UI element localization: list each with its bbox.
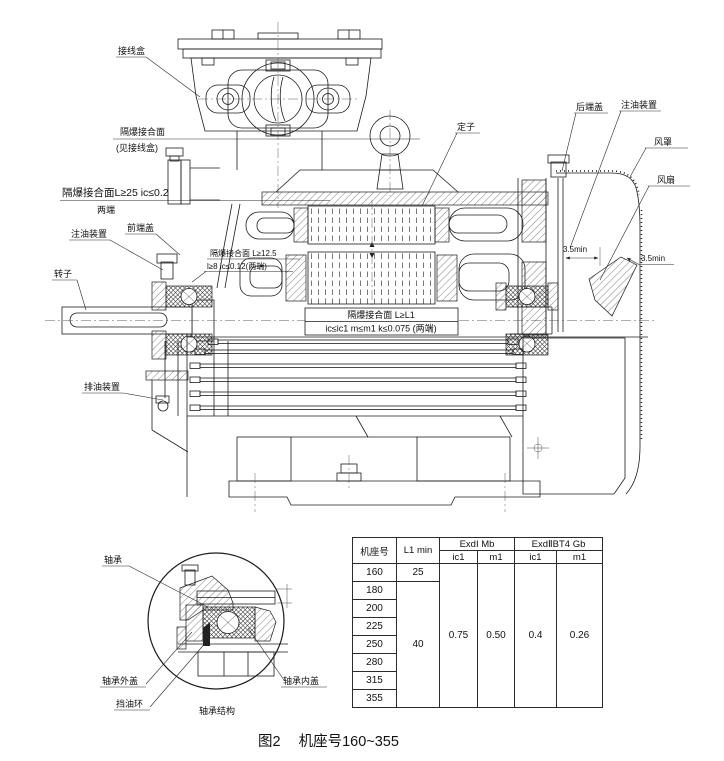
terminal-box bbox=[177, 22, 383, 208]
frame-size-cell: 315 bbox=[352, 671, 397, 690]
header-exd1-m1: m1 bbox=[476, 550, 516, 564]
l1-value-cell: 25 bbox=[396, 563, 440, 582]
table-row: 280 bbox=[352, 653, 603, 672]
both-ends-label: 两端 bbox=[97, 204, 115, 215]
fan-cover-label: 风罩 bbox=[654, 137, 672, 147]
flameproof-top-label-1: 隔爆接合面 bbox=[120, 126, 165, 137]
front-end-cover-label: 前端盖 bbox=[127, 222, 154, 233]
flameproof-left-label: 隔爆接合面L≥25 ic≤0.2 bbox=[62, 186, 169, 199]
frame-top bbox=[261, 169, 549, 206]
bearing-outer-cover-label: 轴承外盖 bbox=[102, 675, 138, 686]
gap-dimension-1: 3.5min bbox=[563, 245, 587, 254]
header-exd1-ic1: ic1 bbox=[439, 550, 478, 564]
flameproof-front-label-1: 隔爆接合面 L≥12.5 bbox=[210, 248, 277, 258]
lifting-eye bbox=[369, 110, 411, 196]
stator-label: 定子 bbox=[457, 121, 475, 132]
oil-fill-rear-label: 注油装置 bbox=[621, 99, 657, 110]
exd2-ic1-value: 0.4 bbox=[514, 563, 558, 708]
base-feet bbox=[45, 320, 655, 512]
exd1-ic1-value: 0.75 bbox=[439, 563, 478, 708]
frame-size-cell: 355 bbox=[352, 689, 397, 708]
bearing-detail-view: 轴承 轴承外盖 挡油环 轴承内盖 轴承结构 bbox=[100, 552, 327, 716]
parameter-table: 机座号 L1 min ExdI Mb ExdⅡBT4 Gb ic1 m1 ic1… bbox=[352, 537, 604, 708]
main-drawing-labels: 接线盒 隔爆接合面 (见接线盒) 隔爆接合面L≥25 ic≤0.2 两端 注油装… bbox=[52, 45, 690, 401]
stator-rotor-core bbox=[239, 200, 526, 308]
table-row: 160 25 0.75 0.50 0.4 0.26 bbox=[352, 563, 604, 708]
oil-drain-label: 排油装置 bbox=[84, 381, 120, 392]
frame-size-cell: 280 bbox=[352, 653, 397, 672]
header-exd2-m1: m1 bbox=[556, 550, 604, 564]
flameproof-center-line2: ic≤ic1 m≤m1 k≤0.075 (两端) bbox=[325, 323, 436, 334]
bearing-label: 轴承 bbox=[104, 554, 122, 565]
flameproof-front-label-2: l≥8 ic≤0.12(两端) bbox=[207, 261, 267, 271]
figure-title: 机座号160~355 bbox=[298, 734, 399, 750]
frame-size-cell: 250 bbox=[352, 635, 397, 654]
gap-dimension-2: 3.5min bbox=[641, 254, 665, 263]
header-group-exd2: ExdⅡBT4 Gb bbox=[514, 537, 604, 551]
frame-size-cell: 225 bbox=[352, 617, 397, 636]
junction-box-label: 接线盒 bbox=[118, 45, 145, 56]
rear-end bbox=[495, 154, 570, 356]
table-row: 355 bbox=[352, 689, 603, 708]
rear-end-cover-label: 后端盖 bbox=[576, 101, 603, 112]
rotor-label: 转子 bbox=[54, 268, 72, 279]
bearing-inner-cover-label: 轴承内盖 bbox=[283, 675, 319, 686]
fan-assembly bbox=[187, 170, 648, 495]
header-group-exd1: ExdI Mb bbox=[438, 537, 516, 551]
header-l1-min: L1 min bbox=[396, 537, 440, 564]
figure-number: 图2 bbox=[258, 734, 281, 750]
flameproof-joint-callout-box: 隔爆接合面 L≥L1 ic≤ic1 m≤m1 k≤0.075 (两端) bbox=[304, 307, 459, 336]
oil-slinger-label: 挡油环 bbox=[116, 698, 143, 709]
fan-label: 风扇 bbox=[657, 174, 675, 185]
exd1-m1-value: 0.50 bbox=[476, 563, 516, 708]
l1-value-cell: 40 bbox=[396, 581, 440, 708]
exd2-m1-value: 0.26 bbox=[556, 563, 604, 708]
table-row: 180 40 bbox=[352, 581, 603, 708]
flameproof-center-line1: 隔爆接合面 L≥L1 bbox=[347, 309, 414, 320]
header-exd2-ic1: ic1 bbox=[514, 550, 558, 564]
cooling-fins bbox=[186, 337, 527, 497]
frame-size-cell: 180 bbox=[352, 581, 397, 600]
figure-caption: 图2 机座号160~355 bbox=[258, 730, 399, 751]
frame-size-cell: 160 bbox=[352, 563, 397, 582]
oil-fill-front-label: 注油装置 bbox=[71, 228, 107, 239]
frame-size-cell: 200 bbox=[352, 599, 397, 618]
header-frame-no: 机座号 bbox=[352, 537, 397, 564]
flameproof-top-label-2: (见接线盒) bbox=[116, 142, 158, 153]
bearing-structure-caption: 轴承结构 bbox=[199, 705, 235, 716]
